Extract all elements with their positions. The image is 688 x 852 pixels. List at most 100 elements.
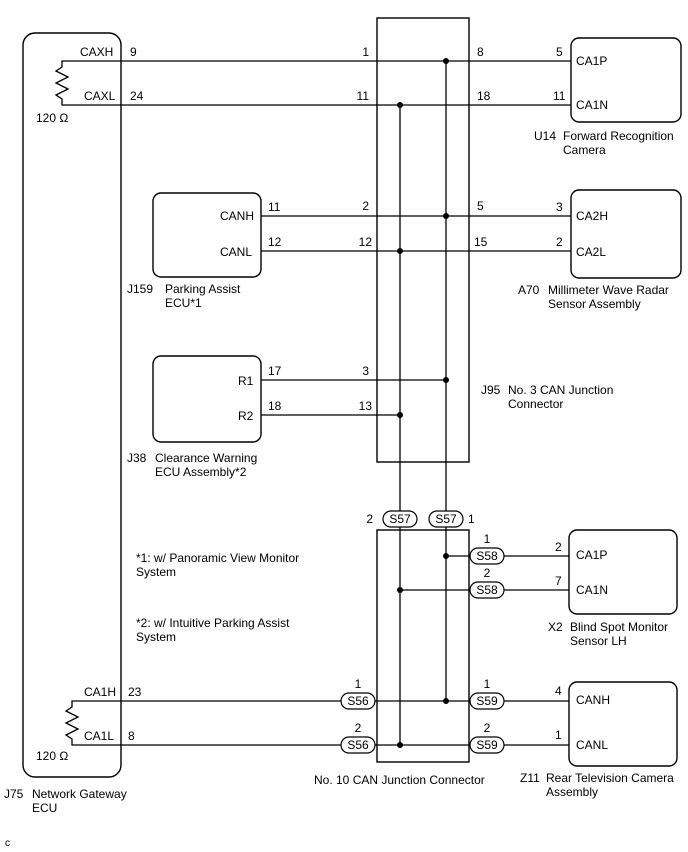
junction-dot — [397, 412, 403, 418]
svg-text:S56: S56 — [347, 738, 369, 752]
splice-s58-top: S58 — [469, 547, 505, 565]
corner-mark: c — [5, 838, 10, 849]
resistor-top-value: 120 Ω — [36, 111, 68, 125]
no10-junction-connector-box — [376, 529, 470, 763]
u14-name-line1: Forward Recognition — [563, 129, 674, 143]
splice-pin-label: 2 — [355, 721, 362, 735]
splice-s57-right: S57 — [428, 510, 464, 528]
pin-label: 24 — [130, 89, 144, 103]
z11-name-line2: Assembly — [546, 785, 598, 799]
splice-s56-bottom: S56 — [340, 736, 376, 754]
j159-code: J159 — [127, 282, 153, 296]
svg-text:S57: S57 — [435, 512, 457, 526]
pin-label: 2 — [362, 199, 369, 213]
splice-s59-bottom: S59 — [469, 736, 505, 754]
u14-name-line2: Camera — [563, 143, 606, 157]
svg-text:S59: S59 — [476, 738, 498, 752]
u14-code: U14 — [534, 129, 556, 143]
svg-text:S58: S58 — [476, 583, 498, 597]
svg-text:S56: S56 — [347, 694, 369, 708]
resistor-bottom-symbol — [64, 700, 121, 746]
x2-ca1p-label: CA1P — [576, 548, 607, 562]
junction-dot — [397, 742, 403, 748]
splice-pin-label: 1 — [355, 677, 362, 691]
svg-text:S58: S58 — [476, 549, 498, 563]
j75-code: J75 — [4, 787, 24, 801]
pin-label: 12 — [359, 235, 373, 249]
u14-ca1p-label: CA1P — [576, 54, 607, 68]
a70-radar-box — [570, 189, 682, 279]
pin-label: 18 — [477, 89, 491, 103]
z11-rear-camera-box — [568, 681, 678, 767]
j38-code: J38 — [127, 451, 147, 465]
j75-name-line2: ECU — [32, 801, 57, 815]
junction-dot — [397, 587, 403, 593]
splice-s56-top: S56 — [340, 692, 376, 710]
pin-label: 8 — [477, 45, 484, 59]
z11-canl-label: CANL — [576, 738, 608, 752]
junction-dot — [397, 102, 403, 108]
j95-junction-connector-box — [376, 17, 470, 463]
pin-label: 5 — [556, 45, 563, 59]
pin-label: 15 — [474, 235, 488, 249]
pin-label: 11 — [553, 89, 566, 103]
pin-label: 23 — [128, 685, 142, 699]
pin-label: 9 — [130, 45, 137, 59]
j38-name-line2: ECU Assembly*2 — [155, 465, 247, 479]
x2-name-line2: Sensor LH — [570, 634, 627, 648]
a70-name-line1: Millimeter Wave Radar — [548, 283, 669, 297]
pin-label: 4 — [555, 684, 562, 698]
junction-dot — [443, 58, 449, 64]
junction-dot — [443, 213, 449, 219]
splice-pin-label: 2 — [366, 512, 373, 526]
u14-ca1n-label: CA1N — [576, 98, 608, 112]
a70-code: A70 — [518, 283, 540, 297]
z11-name-line1: Rear Television Camera — [546, 771, 674, 785]
splice-pin-label: 2 — [484, 721, 491, 735]
pin-label: 1 — [555, 728, 562, 742]
note-1-line2: System — [136, 565, 176, 579]
pin-label: 3 — [362, 364, 369, 378]
j159-parking-assist-box — [152, 192, 262, 278]
x2-ca1n-label: CA1N — [576, 583, 608, 597]
resistor-top-symbol — [54, 60, 121, 106]
a70-ca2h-label: CA2H — [576, 209, 608, 223]
splice-pin-label: 1 — [484, 532, 491, 546]
pin-label: 8 — [128, 729, 135, 743]
pin-label: 2 — [555, 540, 562, 554]
splice-pin-label: 1 — [468, 512, 475, 526]
pin-label: 12 — [268, 235, 282, 249]
j38-clearance-warning-box — [152, 355, 262, 443]
pin-label: 2 — [556, 235, 563, 249]
a70-ca2l-label: CA2L — [576, 245, 606, 259]
svg-text:S57: S57 — [389, 512, 411, 526]
j95-code: J95 — [481, 383, 501, 397]
pin-label: 17 — [268, 364, 282, 378]
note-2-line2: System — [136, 630, 176, 644]
no10-name: No. 10 CAN Junction Connector — [314, 773, 485, 787]
j75-network-gateway-box — [22, 32, 122, 778]
pin-label: 7 — [555, 574, 562, 588]
j38-r2-label: R2 — [238, 409, 254, 423]
resistor-bottom-value: 120 Ω — [36, 749, 68, 763]
junction-dot — [443, 698, 449, 704]
j159-name-line1: Parking Assist — [165, 282, 241, 296]
splice-pin-label: 1 — [484, 677, 491, 691]
z11-canh-label: CANH — [576, 693, 610, 707]
u14-camera-box — [570, 37, 682, 123]
pin-label: 1 — [362, 45, 369, 59]
svg-text:S59: S59 — [476, 694, 498, 708]
note-1-line1: *1: w/ Panoramic View Monitor — [136, 551, 299, 565]
j159-canl-label: CANL — [220, 245, 252, 259]
x2-name-line1: Blind Spot Monitor — [570, 620, 668, 634]
j75-caxl-label: CAXL — [84, 89, 116, 103]
pin-label: 5 — [477, 199, 484, 213]
junction-dot — [443, 553, 449, 559]
j38-name-line1: Clearance Warning — [155, 451, 257, 465]
j95-name-line1: No. 3 CAN Junction — [508, 383, 613, 397]
pin-label: 13 — [359, 399, 373, 413]
a70-name-line2: Sensor Assembly — [548, 297, 641, 311]
pin-label: 11 — [268, 200, 281, 214]
j159-canh-label: CANH — [220, 209, 254, 223]
